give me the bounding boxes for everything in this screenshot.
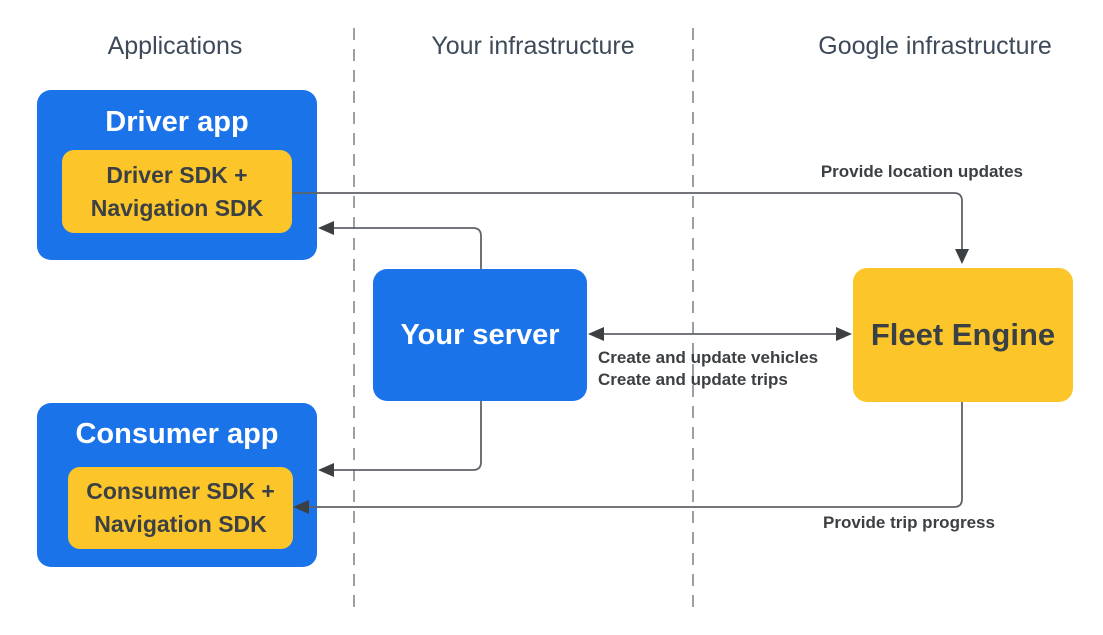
arrow-trip-progress-line	[308, 402, 963, 508]
driver-sdk-label-line2: Navigation SDK	[90, 194, 264, 221]
arrow-server-to-consumer-line	[333, 401, 482, 471]
arrow-server-fleet-left-arrowhead	[588, 327, 604, 341]
arrow-location-updates-arrowhead	[955, 249, 969, 264]
arrow-server-to-consumer-arrowhead	[318, 463, 334, 477]
column-header-applications: Applications	[107, 32, 243, 60]
arrow-server-fleet-right-arrowhead	[836, 327, 852, 341]
consumer-sdk-label-line1: Consumer SDK +	[86, 478, 275, 504]
consumer-sdk-node: Consumer SDK + Navigation SDK	[68, 467, 293, 549]
driver-sdk-node: Driver SDK + Navigation SDK	[62, 150, 292, 233]
edge-label-vehicles-line: Create and update vehicles	[598, 348, 819, 367]
your-server-node: Your server	[373, 269, 587, 401]
arrow-server-to-driver-line	[333, 227, 482, 269]
arrow-server-to-driver-arrowhead	[318, 221, 334, 235]
consumer-app-title: Consumer app	[75, 418, 279, 450]
driver-sdk-label-line1: Driver SDK +	[106, 161, 248, 188]
arrow-location-updates-line	[292, 192, 963, 250]
column-header-google-infrastructure: Google infrastructure	[818, 32, 1052, 60]
column-header-your-infrastructure: Your infrastructure	[431, 32, 635, 60]
edge-label-trips-line: Create and update trips	[598, 370, 788, 389]
fleet-engine-node: Fleet Engine	[853, 268, 1073, 402]
edge-label-location-updates: Provide location updates	[820, 162, 1023, 181]
edge-label-trip-progress: Provide trip progress	[823, 513, 995, 532]
consumer-sdk-label-line2: Navigation SDK	[94, 511, 267, 537]
driver-app-title: Driver app	[105, 106, 249, 138]
edge-label-vehicles-trips: Create and update vehicles Create and up…	[598, 347, 818, 391]
